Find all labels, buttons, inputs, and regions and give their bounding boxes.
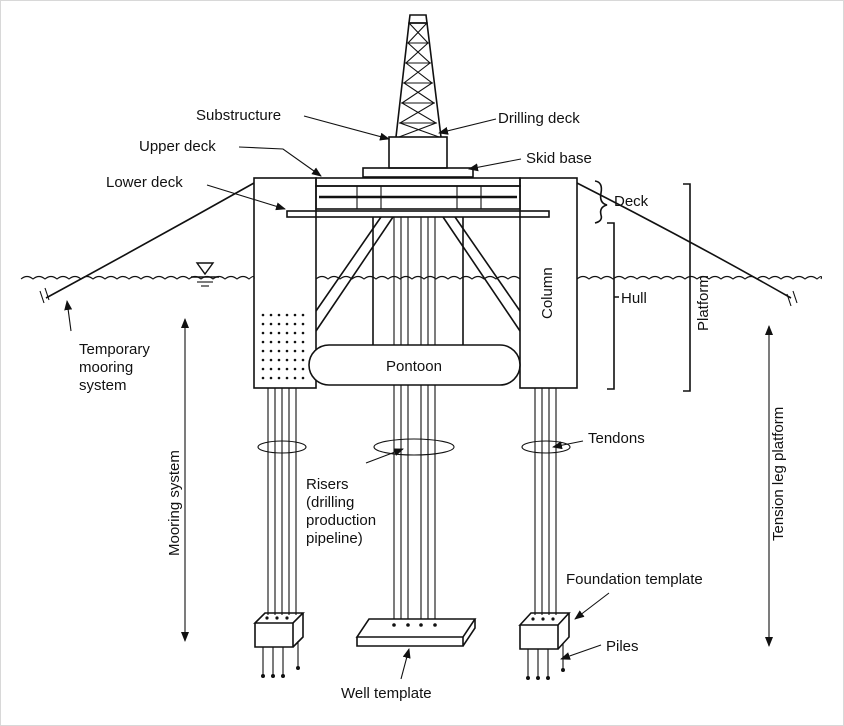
cross-bracing [315, 216, 521, 346]
label-tension-leg-platform: Tension leg platform [770, 407, 787, 541]
label-tendons: Tendons [588, 430, 645, 447]
mooring-line-left [45, 182, 255, 299]
label-foundation-template: Foundation template [566, 571, 703, 588]
label-drilling-deck: Drilling deck [498, 110, 580, 127]
right-foundation-template [518, 612, 571, 680]
left-tendons [267, 388, 297, 615]
pontoon-shape [308, 344, 521, 386]
deck-brace [594, 180, 608, 224]
label-temporary-mooring-3: system [79, 377, 127, 394]
left-foundation-template [253, 612, 305, 678]
label-risers-2: (drilling [306, 494, 354, 511]
label-risers-3: production [306, 512, 376, 529]
lower-deck [286, 210, 550, 218]
label-lower-deck: Lower deck [106, 174, 183, 191]
mooring-anchor-left [39, 287, 50, 304]
skid-base [362, 167, 474, 178]
hull-brace [607, 222, 619, 390]
derrick-tower [395, 14, 442, 138]
left-column [253, 177, 317, 389]
tendon-loop-left [257, 440, 307, 454]
label-risers-4: pipeline) [306, 530, 363, 547]
leader-lines [64, 115, 610, 680]
riser-bundle [393, 217, 436, 619]
label-risers-1: Risers [306, 476, 349, 493]
sea-surface [20, 275, 823, 280]
label-hull: Hull [621, 290, 647, 307]
tendon-loop-right [521, 440, 571, 454]
label-column: Column [539, 267, 556, 319]
mooring-line-right [576, 182, 792, 299]
label-upper-deck: Upper deck [139, 138, 216, 155]
label-well-template: Well template [341, 685, 432, 702]
right-tendons [534, 388, 557, 615]
riser-loop [373, 438, 455, 456]
mooring-anchor-right [786, 290, 798, 307]
label-platform: Platform [695, 275, 712, 331]
label-mooring-system: Mooring system [166, 450, 183, 556]
upper-deck [315, 177, 521, 210]
label-substructure: Substructure [196, 107, 281, 124]
label-skid-base: Skid base [526, 150, 592, 167]
substructure-box [388, 136, 448, 169]
label-deck: Deck [614, 193, 649, 210]
label-pontoon: Pontoon [386, 358, 442, 375]
water-level-symbol [191, 262, 219, 287]
label-temporary-mooring-1: Temporary [79, 341, 150, 358]
column-ballast-dots [261, 313, 305, 380]
well-template [355, 618, 477, 647]
platform-brace [683, 183, 691, 392]
label-piles: Piles [606, 638, 639, 655]
label-temporary-mooring-2: mooring [79, 359, 133, 376]
